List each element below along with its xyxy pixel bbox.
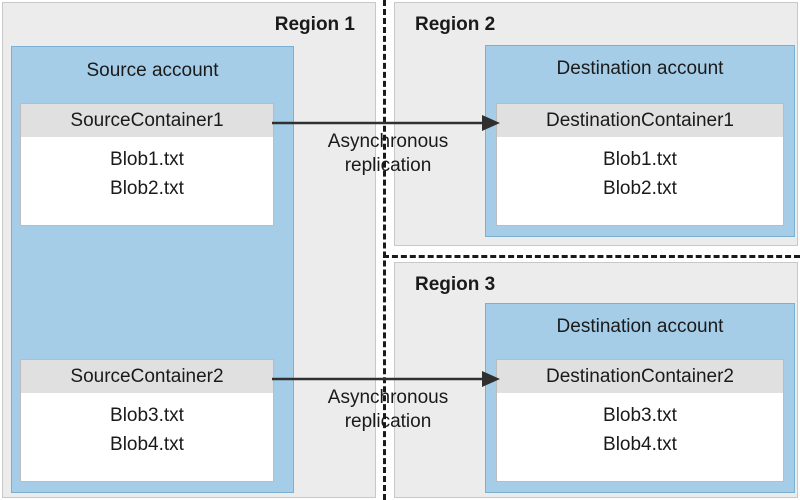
source-container-1-card[interactable]: SourceContainer1 Blob1.txt Blob2.txt [20,103,274,226]
destination-account-1-title: Destination account [556,58,724,79]
region-1-label: Region 1 [274,14,355,35]
replication-2-caption: Asynchronous replication [288,386,488,435]
blob-item: Blob1.txt [603,149,677,170]
region-vertical-divider [383,0,386,500]
blob-item: Blob1.txt [110,149,184,170]
destination-container-1-blob-list: Blob1.txt Blob2.txt [497,137,783,225]
replication-arrow-2 [272,371,500,387]
source-account-title: Source account [86,60,219,81]
destination-container-2-blob-list: Blob3.txt Blob4.txt [497,393,783,481]
blob-item: Blob3.txt [110,405,184,426]
source-container-2-header[interactable]: SourceContainer2 [21,360,273,393]
replication-2-caption-line1: Asynchronous [327,387,449,408]
source-container-1-blob-list: Blob1.txt Blob2.txt [21,137,273,225]
blob-item: Blob4.txt [110,434,184,456]
destination-container-2-header[interactable]: DestinationContainer2 [497,360,783,393]
replication-arrow-1 [272,115,500,131]
replication-1-caption-line2: replication [344,155,432,177]
source-container-2-blob-list: Blob3.txt Blob4.txt [21,393,273,481]
replication-1-caption: Asynchronous replication [288,130,488,179]
region-2-label: Region 2 [415,14,496,35]
blob-item: Blob2.txt [110,178,184,200]
blob-item: Blob4.txt [603,434,677,456]
region-3-label: Region 3 [415,274,496,295]
destination-container-2-card[interactable]: DestinationContainer2 Blob3.txt Blob4.tx… [496,359,784,482]
blob-item: Blob2.txt [603,178,677,200]
source-container-2-card[interactable]: SourceContainer2 Blob3.txt Blob4.txt [20,359,274,482]
region-horizontal-divider [383,255,800,258]
destination-account-2-title: Destination account [556,316,724,337]
destination-container-1-card[interactable]: DestinationContainer1 Blob1.txt Blob2.tx… [496,103,784,226]
replication-2-caption-line2: replication [344,411,432,433]
source-container-1-header[interactable]: SourceContainer1 [21,104,273,137]
replication-1-caption-line1: Asynchronous [327,131,449,152]
destination-container-1-header[interactable]: DestinationContainer1 [497,104,783,137]
blob-item: Blob3.txt [603,405,677,426]
